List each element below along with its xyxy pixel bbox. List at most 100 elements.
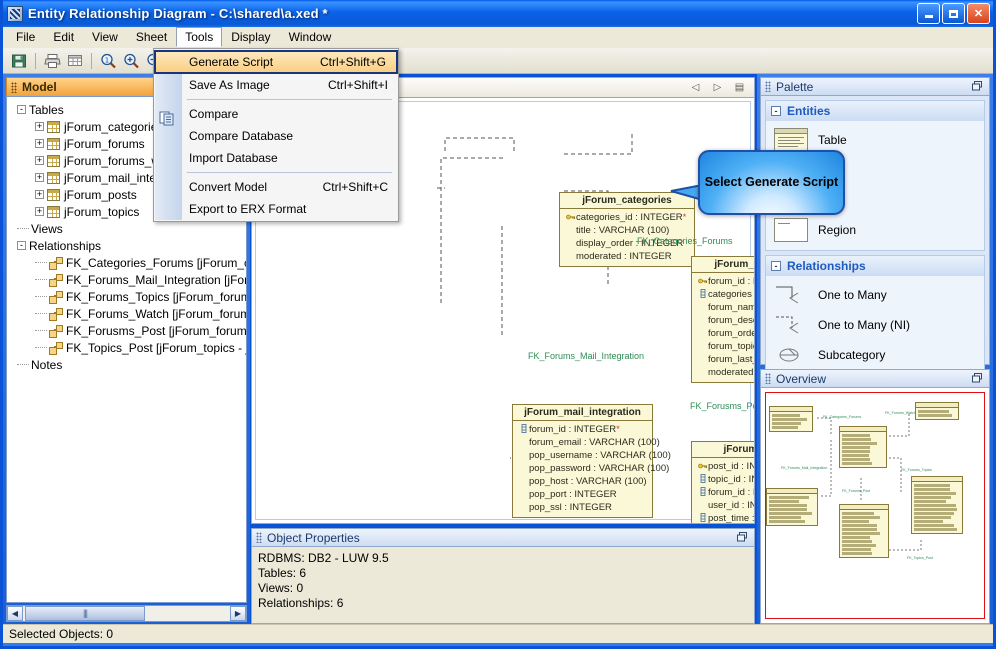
palette-group-entities-header[interactable]: - Entities <box>766 101 984 121</box>
table-icon <box>47 155 60 167</box>
table-icon <box>47 138 60 150</box>
palette-item-one-to-many-ni[interactable]: One to Many (NI) <box>766 310 984 340</box>
relationship-label: FK_Forums_Mail_Integration <box>528 351 644 361</box>
app-icon <box>7 6 23 22</box>
expand-icon[interactable]: + <box>35 156 44 165</box>
entity-box[interactable]: jForum_forumsforum_id : INTEGERcategorie… <box>691 256 755 383</box>
relationship-icon <box>49 257 62 269</box>
tree-item-relationship[interactable]: FK_Topics_Post [jForum_topics - jForum_p… <box>9 339 244 356</box>
menu-item-save-as-image[interactable]: Save As ImageCtrl+Shift+I <box>154 74 398 96</box>
object-properties-label: Object Properties <box>267 531 360 545</box>
maximize-button[interactable] <box>942 3 965 24</box>
menu-item-import-database[interactable]: Import Database <box>154 147 398 169</box>
palette-item-subcategory[interactable]: Subcategory <box>766 340 984 370</box>
tree-connector <box>35 296 47 297</box>
palette-item-one-to-many[interactable]: One to Many <box>766 280 984 310</box>
menu-item-compare[interactable]: Compare <box>154 103 398 125</box>
tree-item-relationship[interactable]: FK_Categories_Forums [jForum_categories … <box>9 254 244 271</box>
entity-field: topic_id : INTEGER* <box>695 473 755 486</box>
menu-display[interactable]: Display <box>222 27 279 47</box>
scroll-track[interactable] <box>23 606 230 621</box>
primary-key-icon <box>697 462 708 472</box>
collapse-icon[interactable]: - <box>17 105 26 114</box>
tree-item-relationship[interactable]: FK_Forums_Mail_Integration [jForum_forum… <box>9 271 244 288</box>
object-properties-body: RDBMS: DB2 - LUW 9.5 Tables: 6 Views: 0 … <box>251 546 755 624</box>
menu-item-export-to-erx-format[interactable]: Export to ERX Format <box>154 198 398 220</box>
palette-item-label: Table <box>818 133 847 147</box>
collapse-icon[interactable]: - <box>771 106 781 116</box>
print-icon[interactable] <box>42 51 62 71</box>
menu-item-convert-model[interactable]: Convert ModelCtrl+Shift+C <box>154 176 398 198</box>
relationship-icon <box>49 274 62 286</box>
restore-icon[interactable] <box>972 81 983 91</box>
menu-edit[interactable]: Edit <box>44 27 83 47</box>
window-controls: ✕ <box>917 3 990 24</box>
close-button[interactable]: ✕ <box>967 3 990 24</box>
drag-grip-icon[interactable] <box>765 81 771 92</box>
property-line: Views: 0 <box>258 581 748 596</box>
table-icon <box>47 121 60 133</box>
tree-item-label: FK_Forums_Topics [jForum_forums - jForum… <box>66 290 247 304</box>
entity-box[interactable]: jForum_mail_integrationforum_id : INTEGE… <box>512 404 653 518</box>
entity-field: pop_host : VARCHAR (100) <box>516 475 649 488</box>
tools-dropdown-menu[interactable]: Generate ScriptCtrl+Shift+GSave As Image… <box>153 48 399 222</box>
tree-item-relationship[interactable]: FK_Forums_Watch [jForum_forums - jForum_… <box>9 305 244 322</box>
scroll-right-icon[interactable]: ▶ <box>230 606 246 621</box>
grid-icon[interactable] <box>65 51 85 71</box>
tree-item-label: FK_Forusms_Post [jForum_forums - jForum_… <box>66 324 247 338</box>
drag-grip-icon[interactable] <box>256 532 262 543</box>
palette-item-region[interactable]: Region <box>766 215 984 245</box>
collapse-icon[interactable]: - <box>17 241 26 250</box>
prev-sheet-icon[interactable]: ◁ <box>689 81 702 94</box>
entity-fields: forum_id : INTEGERcategories : INTEGER*f… <box>692 273 755 382</box>
drag-grip-icon[interactable] <box>11 82 17 93</box>
collapse-icon[interactable]: - <box>771 261 781 271</box>
foreign-key-icon <box>697 513 708 524</box>
tree-item-group[interactable]: Views <box>9 220 244 237</box>
menu-tools[interactable]: Tools <box>176 27 222 47</box>
tree-item-label: jForum_posts <box>64 188 137 202</box>
model-tree-hscrollbar[interactable]: ◀ ▶ <box>6 605 247 622</box>
menu-item-generate-script[interactable]: Generate ScriptCtrl+Shift+G <box>154 50 398 74</box>
expand-icon[interactable]: + <box>35 122 44 131</box>
overview-body[interactable]: FK_Categories_ForumsFK_Forums_WatchFK_Fo… <box>760 387 990 624</box>
expand-icon[interactable]: + <box>35 173 44 182</box>
palette-group-relationships-header[interactable]: - Relationships <box>766 256 984 276</box>
minimize-button[interactable] <box>917 3 940 24</box>
sheet-list-icon[interactable]: ▤ <box>733 81 746 94</box>
table-thumb-icon <box>774 128 808 152</box>
entity-field-label: categories_id : INTEGER <box>576 212 683 223</box>
entity-box[interactable]: jForum_postspost_id : INTEGER*topic_id :… <box>691 441 755 524</box>
restore-icon[interactable] <box>972 373 983 383</box>
palette-item-label: Subcategory <box>818 348 885 362</box>
tree-item-relationship[interactable]: FK_Forums_Topics [jForum_forums - jForum… <box>9 288 244 305</box>
primary-key-icon <box>697 277 708 287</box>
next-sheet-icon[interactable]: ▷ <box>711 81 724 94</box>
relationship-icon <box>49 325 62 337</box>
expand-icon[interactable]: + <box>35 207 44 216</box>
menu-view[interactable]: View <box>83 27 127 47</box>
callout-tooltip: Select Generate Script <box>698 150 845 215</box>
scroll-left-icon[interactable]: ◀ <box>7 606 23 621</box>
expand-icon[interactable]: + <box>35 139 44 148</box>
drag-grip-icon[interactable] <box>765 373 771 384</box>
zoom-in-icon[interactable] <box>121 51 141 71</box>
tree-item-group[interactable]: Notes <box>9 356 244 373</box>
property-line: RDBMS: DB2 - LUW 9.5 <box>258 551 748 566</box>
scroll-thumb[interactable] <box>25 606 145 621</box>
tree-item-group[interactable]: -Relationships <box>9 237 244 254</box>
zoom-actual-icon[interactable]: 1 <box>98 51 118 71</box>
tree-connector <box>35 279 47 280</box>
menu-file[interactable]: File <box>7 27 44 47</box>
menu-sheet[interactable]: Sheet <box>127 27 176 47</box>
restore-icon[interactable] <box>737 532 748 542</box>
menu-item-compare-database[interactable]: Compare Database <box>154 125 398 147</box>
palette-title: Palette <box>760 77 990 95</box>
save-icon[interactable] <box>9 51 29 71</box>
tree-item-relationship[interactable]: FK_Forusms_Post [jForum_forums - jForum_… <box>9 322 244 339</box>
expand-icon[interactable]: + <box>35 190 44 199</box>
menu-window[interactable]: Window <box>280 27 341 47</box>
entity-field-label: forum_topics : INTEGER <box>708 341 755 352</box>
palette-item-label: Region <box>818 223 856 237</box>
